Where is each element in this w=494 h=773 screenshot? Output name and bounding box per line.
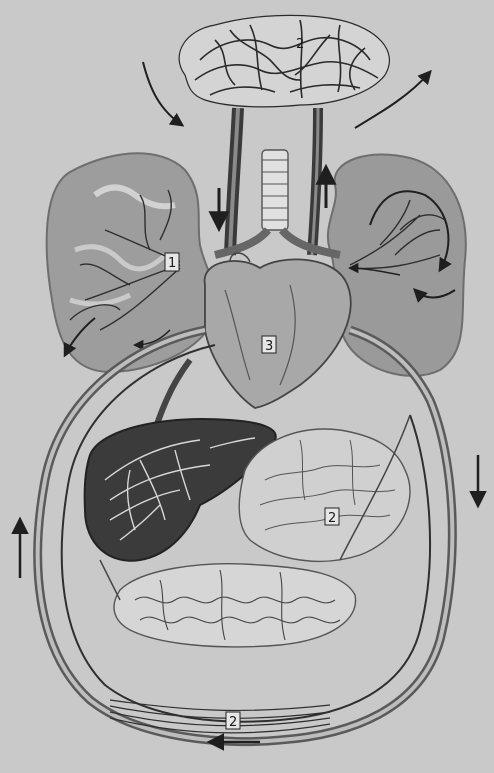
label-intestine: 2: [328, 511, 336, 526]
upper-capillary-network: [179, 15, 389, 106]
left-lung: [47, 153, 217, 372]
label-top-capillaries: 2: [296, 37, 304, 52]
intestine: [114, 564, 356, 647]
label-lower-capillaries: 2: [229, 715, 237, 730]
right-lung: [328, 154, 466, 375]
stomach: 2: [239, 429, 410, 561]
label-heart: 3: [265, 339, 273, 354]
label-left-lung: 1: [168, 256, 176, 271]
